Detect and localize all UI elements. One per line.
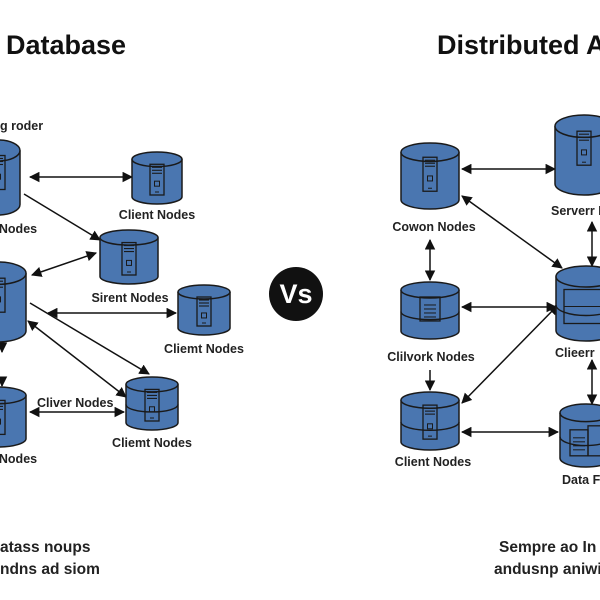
connection-arrow [27,320,127,398]
node-L6 [0,386,27,448]
cylinder-top [0,386,27,405]
cylinder-top [125,376,179,393]
node-label-L4: Sirent Nodes [91,291,169,305]
vs-text: Vs [279,278,313,309]
right-panel-title: Distributed A [437,30,600,60]
node-L4 [99,229,159,285]
cylinder-top [555,265,600,288]
server-tower-icon [121,241,137,276]
edge-label-cliver: Cliver Nodes [37,396,114,410]
cylinder-body [177,292,231,336]
connection-arrow [29,302,150,375]
left-top-note: g roder [0,119,44,133]
node-R4 [555,265,600,342]
connection-arrow [23,193,101,241]
server-tower-icon [196,296,212,327]
left-panel-title: Database [6,30,127,60]
cylinder-top [400,281,460,299]
right-caption: Sempre ao In andusnp aniwis [494,537,600,581]
node-L5 [177,284,231,336]
cylinder-top [131,151,183,168]
node-L7 [125,376,179,431]
right-caption-line-1: Sempre ao In [499,539,597,556]
cylinder-body [400,289,460,340]
node-R3 [400,281,460,340]
node-label-R5: Client Nodes [394,455,472,469]
node-L3 [0,261,27,343]
document-icon [419,296,441,322]
server-tower-icon [0,399,6,436]
connection-arrow [461,304,559,404]
cylinder-band [559,436,600,447]
cylinder-body [400,400,460,451]
window-icon [563,288,600,325]
server-tower-icon [0,154,6,191]
cylinder-top [177,284,231,300]
cylinder-body [0,273,27,343]
left-caption: atass noups ndns ad siom [0,537,100,581]
server-tower-icon [149,163,165,196]
cylinder-top [400,142,460,163]
right-caption-line-2: andusnp aniwis [494,561,600,578]
server-tower-icon [144,388,160,422]
left-caption-line-2: ndns ad siom [0,561,100,578]
cylinder-band [400,311,460,321]
node-L2 [131,151,183,205]
documents-icon [569,425,600,457]
node-L1 [0,139,21,216]
node-label-R6: Data F [562,473,600,487]
server-tower-icon [422,404,438,440]
connection-arrow [31,251,97,277]
node-label-L7: Cliemt Nodes [112,436,192,450]
connection-arrow [461,195,563,269]
cylinder-body [555,276,600,342]
node-label-R3: Clilvork Nodes [387,350,475,364]
left-caption-line-1: atass noups [0,539,91,556]
server-tower-icon [0,277,6,313]
vs-badge: Vs [269,267,323,321]
node-label-R2: Serverr N [551,204,600,218]
node-label-R1: Cowon Nodes [392,220,476,234]
server-tower-icon [422,156,438,192]
node-R6 [559,403,600,468]
cylinder-band [555,304,600,317]
node-label-L6: Nodes [0,452,38,466]
cylinder-band [400,422,460,431]
cylinder-top [0,261,27,286]
node-R2 [554,114,600,196]
node-label-L2: Client Nodes [118,208,196,222]
cylinder-top [559,403,600,423]
cylinder-top [400,391,460,409]
cylinder-body [0,395,27,448]
node-R1 [400,142,460,210]
node-label-L5: Cliemt Nodes [164,342,244,356]
node-R5 [400,391,460,451]
server-tower-icon [576,130,592,166]
node-label-R4: Clieerr [555,346,595,360]
node-label-L1: Nodes [0,222,38,236]
